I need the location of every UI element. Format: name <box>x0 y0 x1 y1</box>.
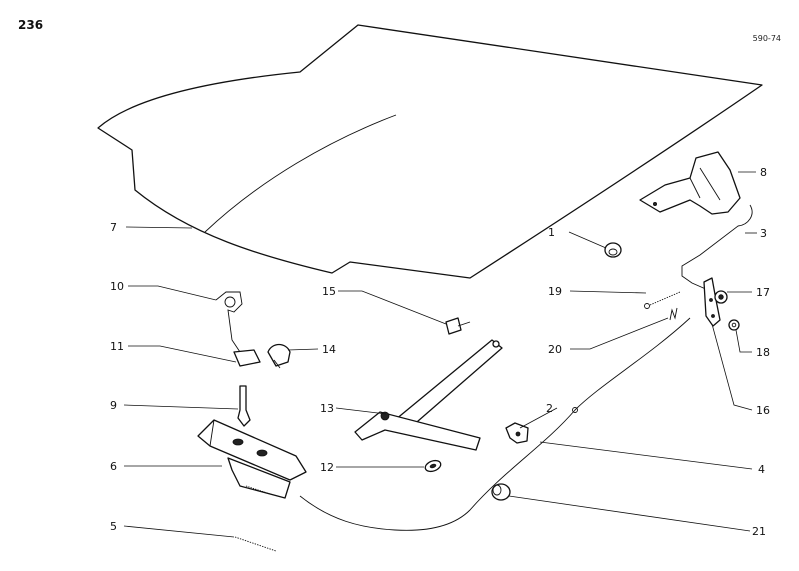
callout-8: 8 <box>760 166 767 179</box>
callout-10: 10 <box>110 280 124 293</box>
tension-spring <box>644 291 681 309</box>
leader-line-4 <box>539 441 753 470</box>
callout-17: 17 <box>756 286 770 299</box>
callout-1: 1 <box>548 226 555 239</box>
callout-7: 7 <box>110 221 117 234</box>
release-cable <box>299 317 691 531</box>
leader-line-16 <box>711 323 753 411</box>
leader-line-11 <box>128 345 237 363</box>
callout-3: 3 <box>760 227 767 240</box>
rubber-buffer <box>267 343 291 369</box>
bracket <box>703 277 721 327</box>
callout-12: 12 <box>320 461 334 474</box>
striker-pin <box>237 385 251 427</box>
leader-line-20 <box>570 317 669 350</box>
callout-4: 4 <box>758 463 765 476</box>
leader-line-7 <box>125 226 193 229</box>
callout-9: 9 <box>110 399 117 412</box>
hinge-arm <box>354 339 503 451</box>
nut <box>714 290 728 304</box>
leader-line-1 <box>568 231 607 249</box>
safety-catch <box>215 291 243 353</box>
grommet <box>604 242 622 258</box>
leader-line-2 <box>519 407 558 429</box>
lock-assembly <box>197 419 307 499</box>
washer <box>424 459 442 473</box>
callout-20: 20 <box>548 343 562 356</box>
callout-2: 2 <box>546 402 553 415</box>
leader-line-19 <box>569 290 647 294</box>
callout-19: 19 <box>548 285 562 298</box>
leader-line-13 <box>335 407 387 415</box>
bolt <box>445 317 471 335</box>
sleeve <box>491 483 511 501</box>
leader-line-5 <box>123 525 235 538</box>
spring-clip <box>669 307 678 321</box>
callout-15: 15 <box>322 285 336 298</box>
leader-line-18 <box>735 329 752 353</box>
callout-13: 13 <box>320 402 334 415</box>
callout-14: 14 <box>322 343 336 356</box>
washer-small <box>728 319 740 331</box>
callout-5: 5 <box>110 520 117 533</box>
support-rod <box>681 204 753 291</box>
catch-plate <box>233 349 261 367</box>
leader-line-15 <box>338 290 447 325</box>
drawing-reference: 590-74 <box>752 34 781 43</box>
callout-21: 21 <box>752 525 766 538</box>
leader-line-9 <box>123 404 239 410</box>
spring <box>234 536 277 552</box>
hinge <box>639 151 741 215</box>
leader-line-14 <box>287 348 319 351</box>
cable-clip <box>505 422 529 444</box>
callout-11: 11 <box>110 340 124 353</box>
callout-6: 6 <box>110 460 117 473</box>
callout-18: 18 <box>756 346 770 359</box>
leader-line-10 <box>128 285 217 301</box>
leader-line-21 <box>508 495 751 532</box>
hood-panel <box>97 24 763 279</box>
page-number: 236 <box>18 18 44 32</box>
callout-16: 16 <box>756 404 770 417</box>
